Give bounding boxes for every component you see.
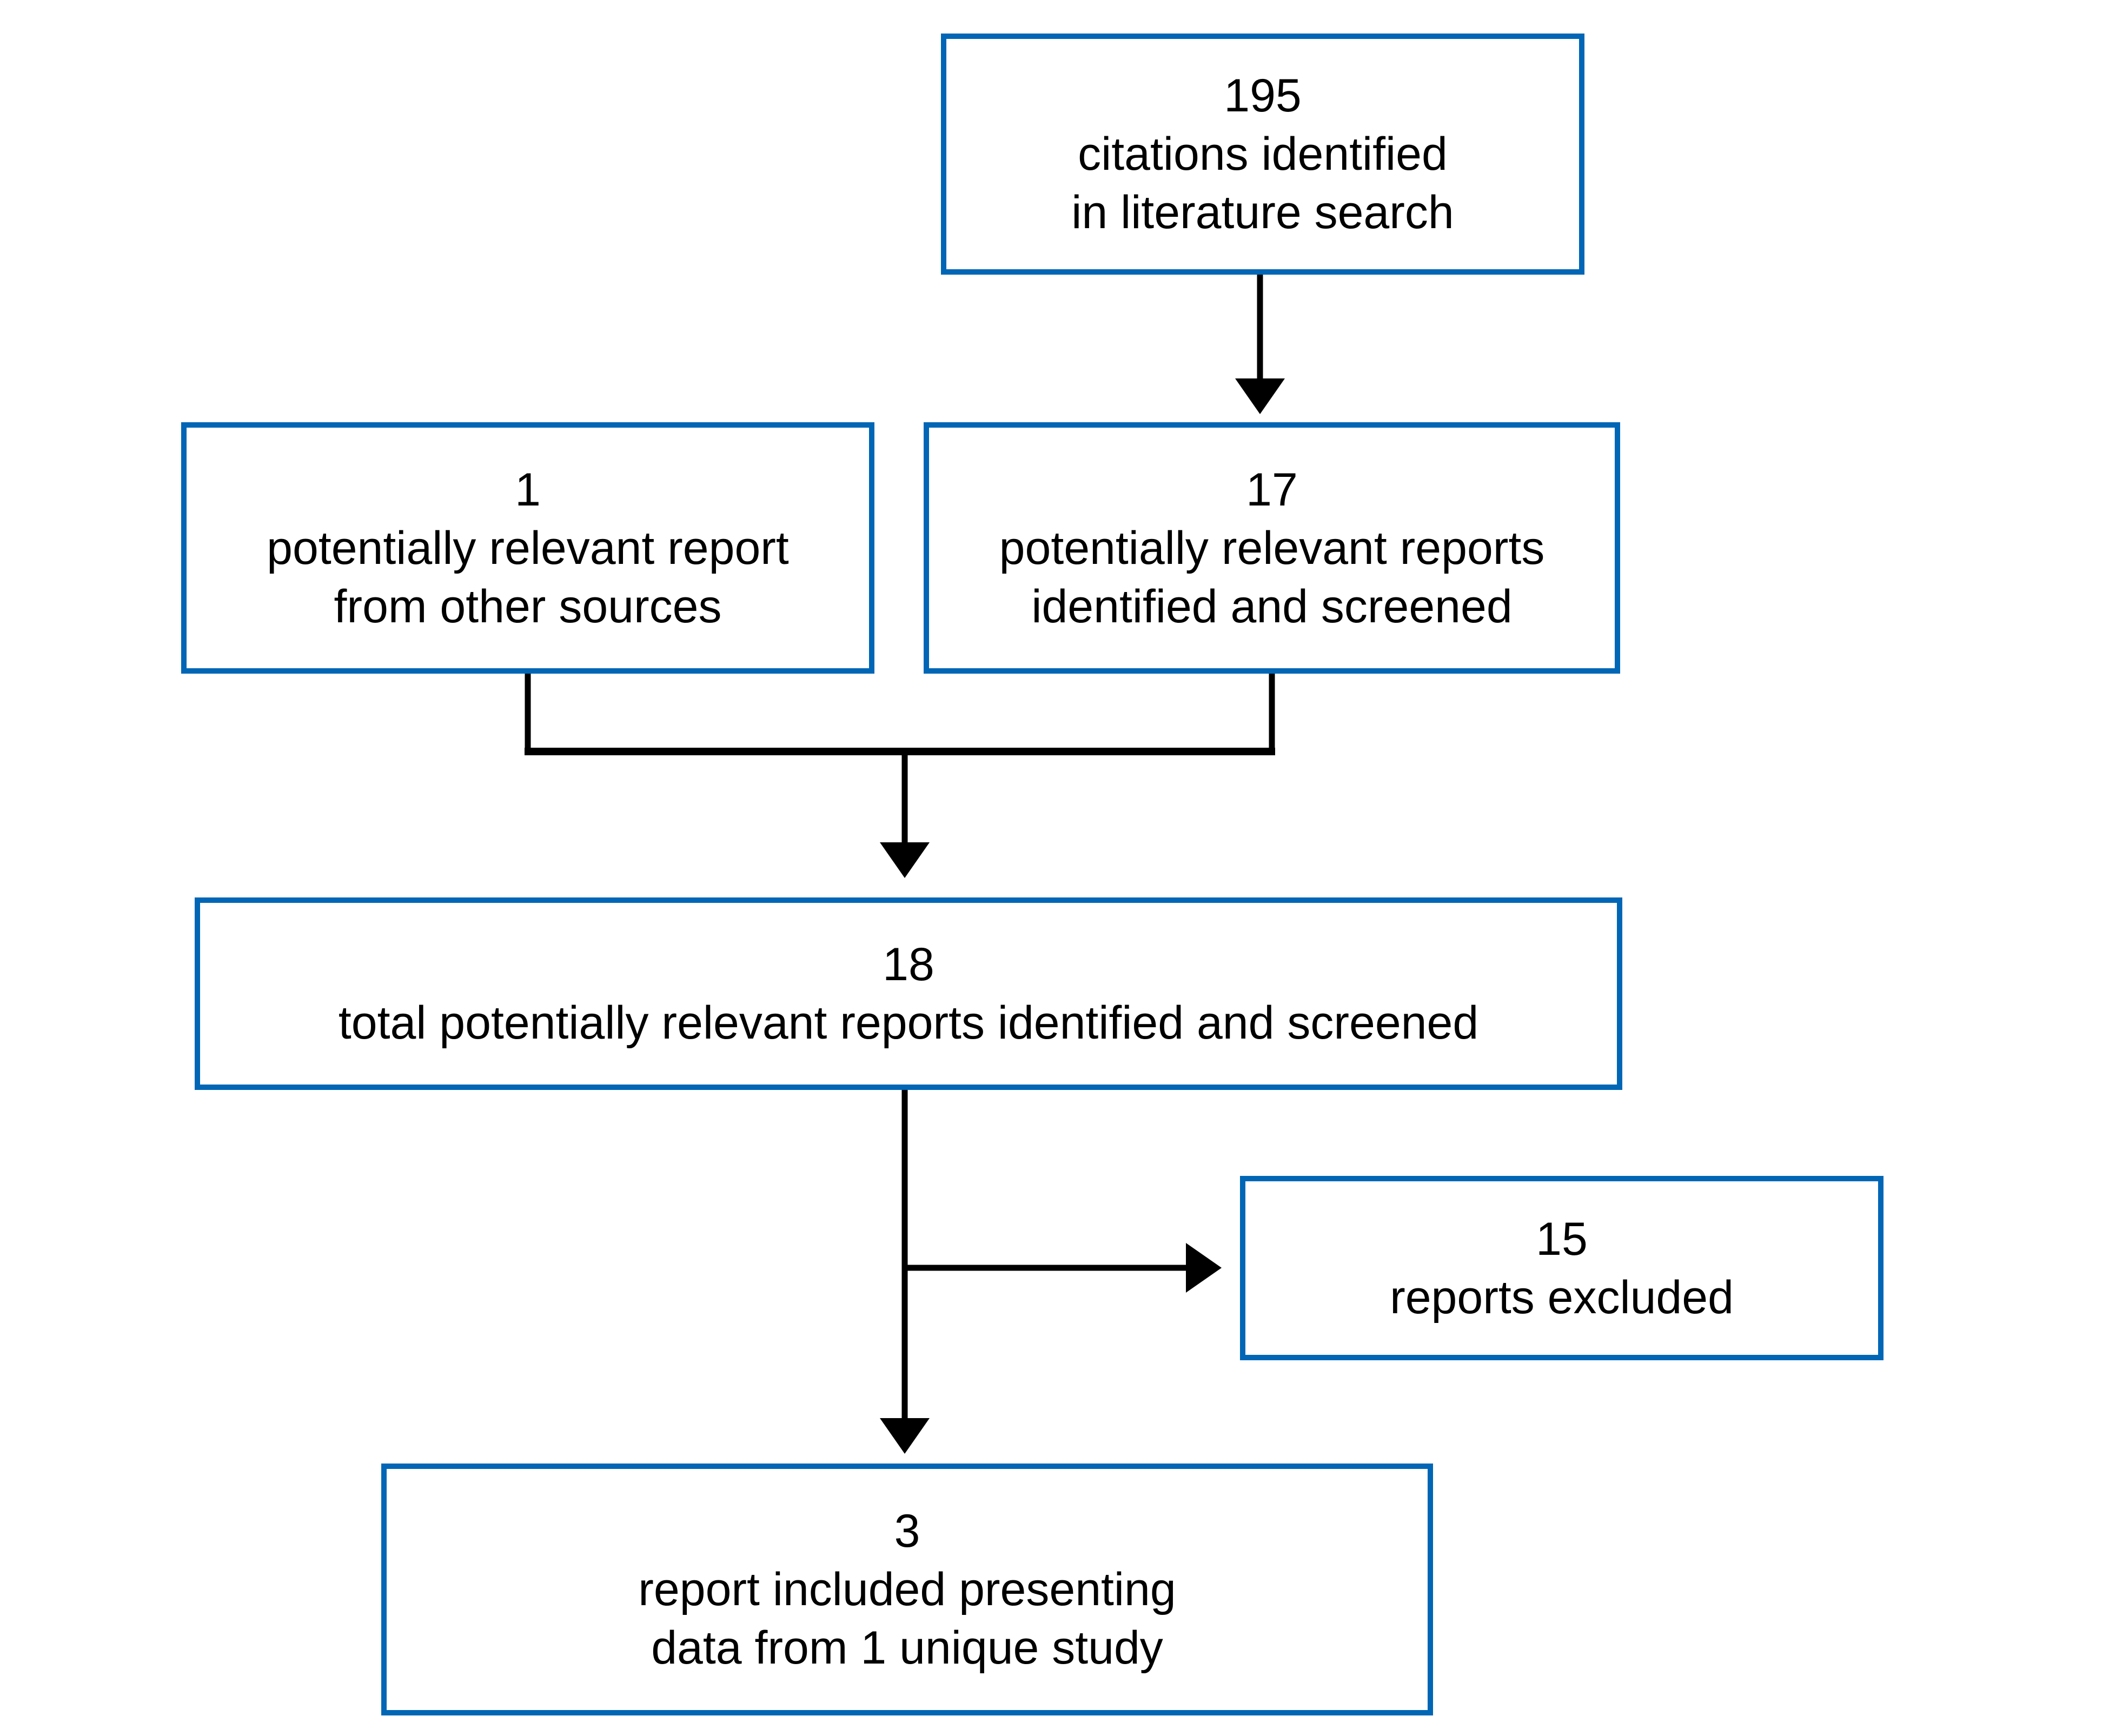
connector-total-to-included bbox=[880, 1089, 930, 1454]
connector-merge-to-total bbox=[525, 673, 1275, 878]
box-reports-screened: 17 potentially relevant reports identifi… bbox=[924, 422, 1620, 674]
arrowhead-down-icon bbox=[1235, 378, 1285, 414]
screened-label-line2: identified and screened bbox=[1031, 580, 1513, 633]
included-label-line1: report included presenting bbox=[638, 1564, 1176, 1615]
citations-count: 195 bbox=[1224, 70, 1302, 122]
box-other-sources: 1 potentially relevant report from other… bbox=[181, 422, 874, 674]
screened-label-line1: potentially relevant reports bbox=[999, 522, 1545, 574]
citations-label-line1: citations identified bbox=[1078, 128, 1448, 180]
connector-total-to-excluded bbox=[905, 1243, 1222, 1293]
citations-label-line2: in literature search bbox=[1071, 187, 1454, 238]
arrowhead-right-icon bbox=[1186, 1243, 1222, 1293]
excluded-count: 15 bbox=[1536, 1213, 1588, 1265]
box-total-screened: 18 total potentially relevant reports id… bbox=[195, 897, 1622, 1090]
other-sources-label-line1: potentially relevant report bbox=[267, 522, 789, 574]
box-reports-excluded: 15 reports excluded bbox=[1240, 1176, 1883, 1360]
excluded-label-line1: reports excluded bbox=[1390, 1271, 1734, 1323]
arrowhead-down-icon bbox=[880, 1418, 930, 1454]
screened-count: 17 bbox=[1246, 463, 1298, 516]
arrowhead-down-icon bbox=[880, 842, 930, 878]
connector-citations-to-screened bbox=[1235, 273, 1285, 414]
included-label-line2: data from 1 unique study bbox=[651, 1622, 1163, 1674]
other-sources-count: 1 bbox=[515, 463, 541, 516]
other-sources-label-line2: from other sources bbox=[334, 580, 722, 633]
total-count: 18 bbox=[883, 939, 934, 990]
box-citations-identified: 195 citations identified in literature s… bbox=[941, 34, 1584, 275]
box-report-included: 3 report included presenting data from 1… bbox=[381, 1464, 1433, 1715]
included-count: 3 bbox=[894, 1505, 920, 1557]
total-label-line1: total potentially relevant reports ident… bbox=[338, 997, 1479, 1049]
